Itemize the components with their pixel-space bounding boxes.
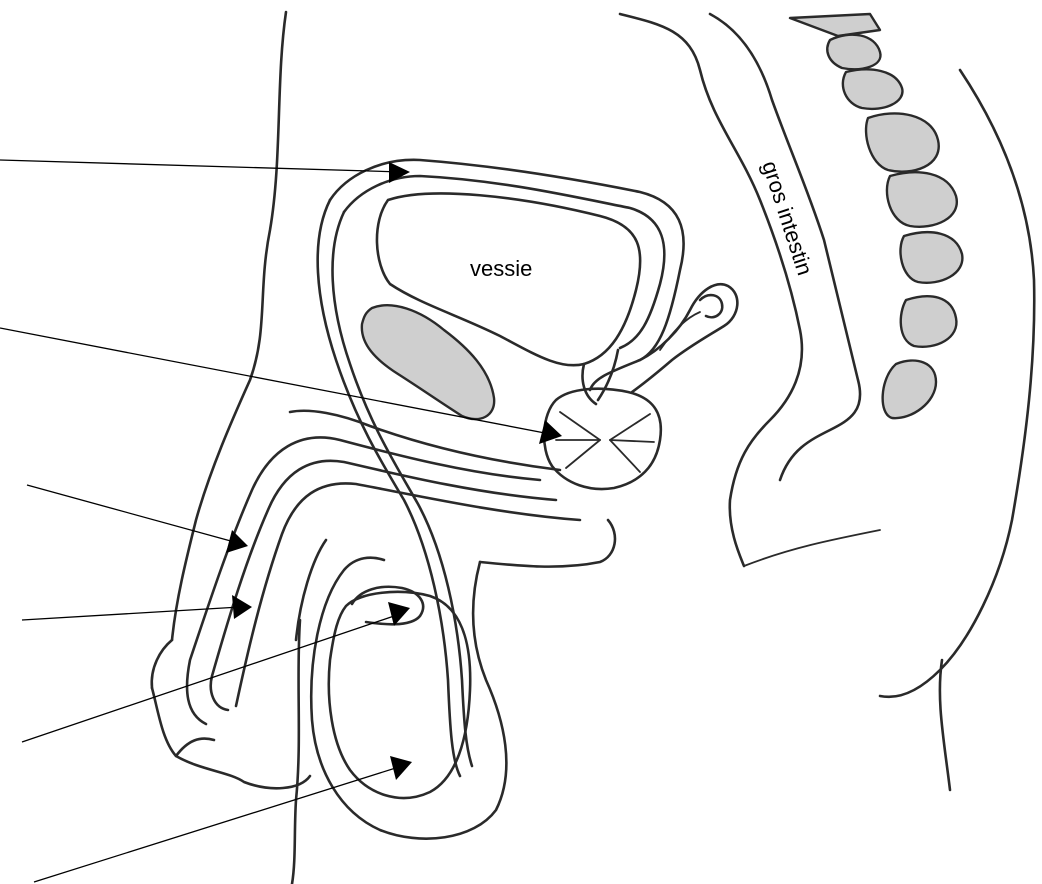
- callout-line-4: [22, 607, 240, 620]
- bladder: [330, 160, 684, 404]
- seminal-vesicle: [632, 284, 737, 392]
- callout-arrowhead-6: [390, 756, 412, 780]
- callout-arrowhead-4: [232, 595, 252, 619]
- label-bladder: vessie: [470, 256, 532, 281]
- callout-line-6: [34, 766, 402, 882]
- callout-arrowhead-1: [389, 162, 410, 183]
- callout-line-1: [0, 160, 402, 172]
- callout-line-3: [27, 485, 238, 543]
- scrotum-testis: [296, 540, 506, 839]
- callout-arrowhead-3: [226, 530, 248, 553]
- callout-line-5: [22, 614, 400, 742]
- prostate: [544, 389, 661, 489]
